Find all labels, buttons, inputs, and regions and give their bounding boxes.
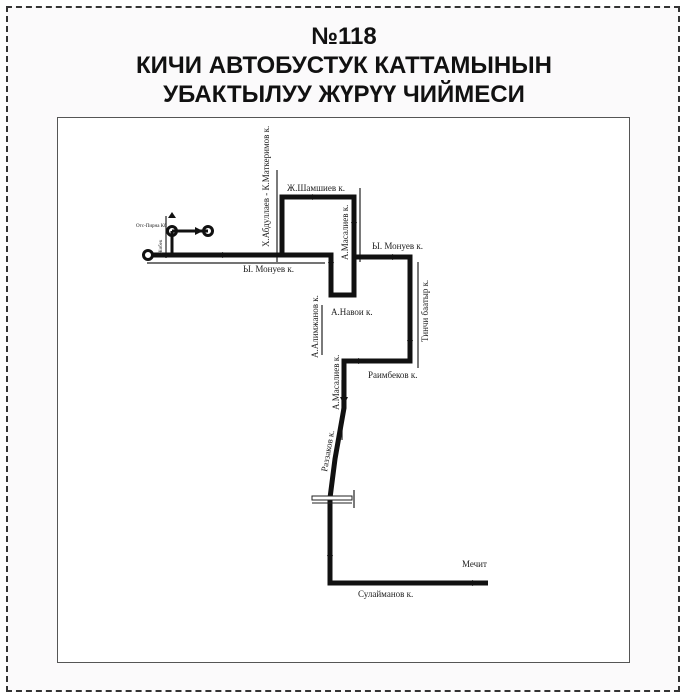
title-line-2: УБАКТЫЛУУ ЖҮРҮҮ ЧИЙМЕСИ xyxy=(163,81,525,108)
label-monuev-right: Ы. Монуев к. xyxy=(372,241,423,251)
poster-header: №118 КИЧИ АВТОБУСТУК КАТТАМЫНЫН УБАКТЫЛУ… xyxy=(0,22,688,109)
arrow-icon xyxy=(340,397,348,405)
label-navoi: А.Навои к. xyxy=(331,307,373,317)
arrow-icon xyxy=(195,227,203,235)
arrow-icon xyxy=(327,555,333,563)
arrow-icon xyxy=(168,212,176,218)
arrow-icon xyxy=(222,252,230,258)
label-abdullaev: Х.Абдуллаев - К.Маткеримов к. xyxy=(261,126,271,247)
bus-route-navoi-loop xyxy=(282,252,357,298)
terminal-stop-left xyxy=(142,249,154,261)
direction-arrows xyxy=(168,194,480,586)
label-masaliev-upper: А.Масалиев к. xyxy=(340,205,350,260)
bridge-mark xyxy=(311,495,353,501)
label-masaliev-lower: А.Масалиев к. xyxy=(331,355,341,410)
arrow-icon xyxy=(358,358,366,364)
bridge-marks xyxy=(311,495,353,504)
label-raimbekov: Раимбеков к. xyxy=(368,370,418,380)
label-tinchi: Тинчи баатыр к. xyxy=(420,280,430,342)
arrow-icon xyxy=(312,194,318,200)
arrow-icon xyxy=(472,580,480,586)
label-alimzhanov: А.Алимжанов к. xyxy=(310,295,320,358)
route-number: №118 xyxy=(311,23,377,50)
label-terminal-1: Отс-Пирна Кб xyxy=(136,224,167,229)
label-sulaimanov: Сулайманов к. xyxy=(358,589,413,599)
arrow-icon xyxy=(392,254,400,260)
arrow-icon xyxy=(351,222,357,230)
label-shamshiev: Ж.Шамшиев к. xyxy=(287,183,345,193)
label-monuev-left: Ы. Монуев к. xyxy=(243,264,294,274)
title-line-1: КИЧИ АВТОБУСТУК КАТТАМЫНЫН xyxy=(136,52,552,79)
label-mosque: Мечит xyxy=(462,559,487,569)
arrow-icon xyxy=(328,262,334,270)
label-terminal-2: Жибек xyxy=(159,239,164,254)
arrow-icon xyxy=(407,340,413,348)
